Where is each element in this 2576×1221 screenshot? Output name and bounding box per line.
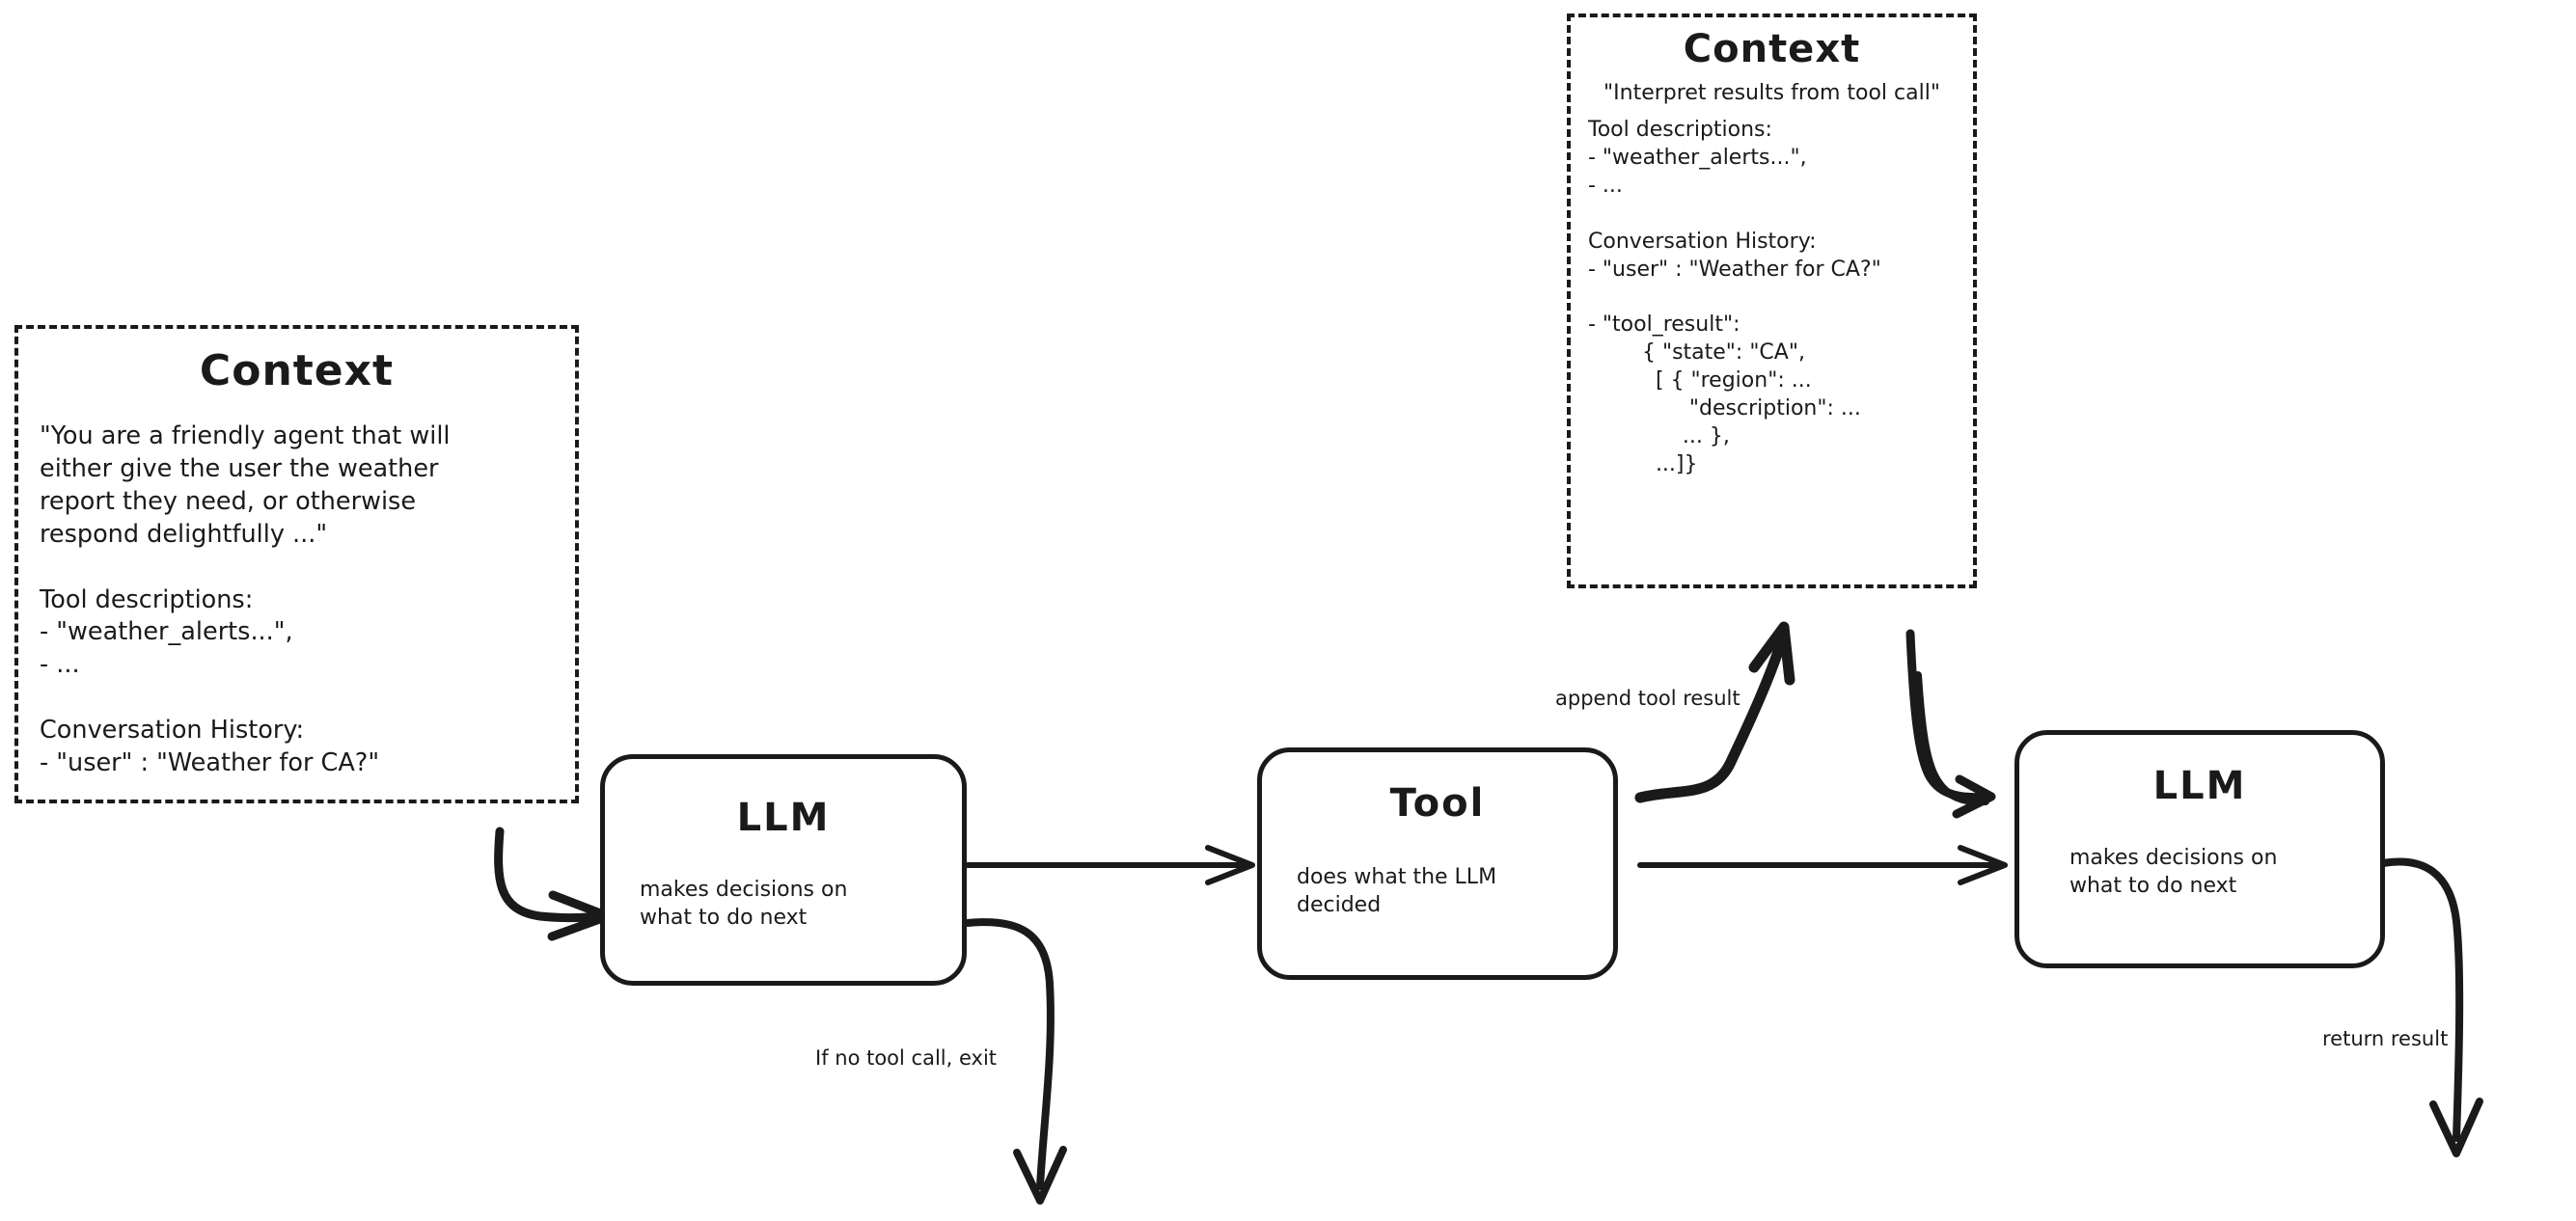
edge-llm2-return	[2379, 857, 2483, 1157]
context-box-right: Context "Interpret results from tool cal…	[1567, 14, 1977, 588]
edge-context-right-to-llm2	[1905, 629, 1996, 819]
edge-label-append-tool-result: append tool result	[1555, 687, 1740, 710]
context-right-body: Tool descriptions: - "weather_alerts..."…	[1588, 118, 1881, 477]
node-tool[interactable]: Tool does what the LLM decided	[1257, 747, 1618, 980]
edge-context-to-llm1	[494, 827, 613, 941]
node-tool-subtitle: does what the LLM decided	[1297, 865, 1497, 917]
node-tool-title: Tool	[1389, 781, 1486, 826]
node-llm-second-subtitle: makes decisions on what to do next	[2069, 846, 2278, 898]
node-llm-first-title: LLM	[736, 796, 831, 840]
context-left-title: Context	[199, 346, 395, 395]
edge-tool-to-llm2	[1637, 845, 2008, 885]
node-llm-second-title: LLM	[2152, 764, 2247, 808]
edge-label-return-result: return result	[2322, 1027, 2449, 1050]
context-box-left: Context "You are a friendly agent that w…	[14, 325, 579, 803]
context-right-lead: "Interpret results from tool call"	[1603, 81, 1940, 105]
context-right-title: Context	[1683, 27, 1861, 71]
edge-label-if-no-tool-call-exit: If no tool call, exit	[815, 1046, 998, 1070]
node-llm-second[interactable]: LLM makes decisions on what to do next	[2014, 730, 2385, 968]
edge-tool-to-context-right	[1634, 621, 1795, 803]
node-llm-first[interactable]: LLM makes decisions on what to do next	[600, 754, 967, 986]
node-llm-first-subtitle: makes decisions on what to do next	[640, 878, 848, 930]
edge-llm1-to-tool	[965, 845, 1255, 885]
context-left-body: "You are a friendly agent that will eith…	[40, 421, 451, 778]
